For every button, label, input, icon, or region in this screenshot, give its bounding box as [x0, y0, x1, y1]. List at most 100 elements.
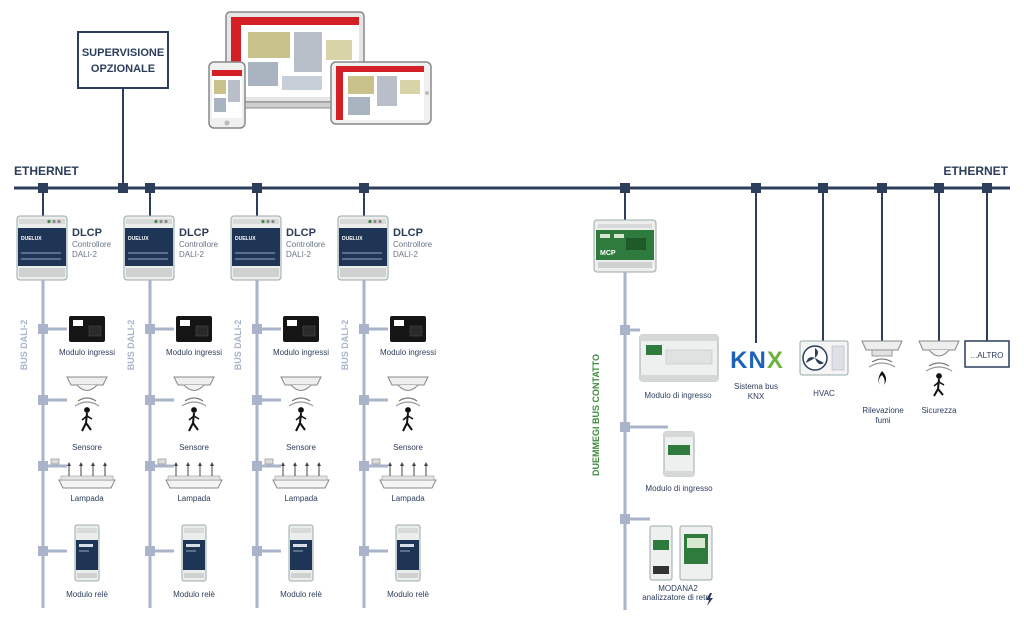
mcp-section: MCP DUEMMEGI BUS CONTATTO Modulo di ingr… [591, 193, 719, 610]
mcp-label: MCP [600, 250, 616, 257]
dlcp-subtitle: Controllore [179, 240, 219, 249]
walking-person-icon [81, 407, 93, 432]
ethernet-node [118, 183, 128, 193]
lamp-label: Lampada [70, 494, 104, 503]
input-module-label: Modulo ingressi [59, 348, 115, 357]
sensor-label: Sensore [286, 443, 316, 452]
dlcp-controller: DUELUX [123, 215, 175, 281]
input-module [69, 316, 105, 342]
dlcp-controller: DUELUX [16, 215, 68, 281]
supervision-line2: OPZIONALE [91, 63, 155, 75]
occupancy-sensor [173, 376, 215, 432]
ethernet-node [818, 183, 828, 193]
dlcp-controller: DUELUX [230, 215, 282, 281]
other-label: ...ALTRO [971, 351, 1004, 360]
mcp-bus-node [620, 325, 630, 335]
dali-bus-node [38, 324, 48, 334]
input-module-label: Modulo ingressi [166, 348, 222, 357]
mcp-bus-node [620, 422, 630, 432]
mcp-bus-node [620, 514, 630, 524]
dlcp-controller: DUELUX [337, 215, 389, 281]
other-system: ...ALTRO [964, 193, 1010, 368]
relay-module-label: Modulo relè [280, 590, 322, 599]
dlcp-subtitle: DALI-2 [72, 250, 97, 259]
ethernet-backbone: ETHERNET ETHERNET [14, 164, 1010, 193]
modana2-label-line2: analizzatore di rete [642, 593, 710, 602]
knx-logo: KNX [730, 347, 784, 374]
security-label: Sicurezza [921, 406, 957, 415]
hvac-system: HVAC [799, 193, 849, 398]
sensor-label: Sensore [72, 443, 102, 452]
ethernet-node [620, 183, 630, 193]
dlcp-subtitle: DALI-2 [179, 250, 204, 259]
input-module-large [639, 334, 719, 382]
dali-bus-label: BUS DALI-2 [340, 320, 350, 371]
occupancy-sensor [66, 376, 108, 432]
dali-bus-node [359, 461, 369, 471]
occupancy-sensor [280, 376, 322, 432]
dali-bus-node [359, 546, 369, 556]
dali-bus-node [38, 546, 48, 556]
relay-module [288, 524, 314, 582]
input-module [283, 316, 319, 342]
lamp-label: Lampada [391, 494, 425, 503]
dlcp-subtitle: Controllore [72, 240, 112, 249]
dali-bus-node [145, 461, 155, 471]
walking-person-icon [188, 407, 200, 432]
input-module-small-label: Modulo di ingresso [645, 484, 713, 493]
supervision-box [77, 31, 169, 89]
ethernet-node [934, 183, 944, 193]
lamp-label: Lampada [177, 494, 211, 503]
lamp [157, 458, 223, 489]
dlcp-title: DLCP [72, 227, 102, 239]
input-module-label: Modulo ingressi [273, 348, 329, 357]
dlcp-subtitle: Controllore [286, 240, 326, 249]
input-module [176, 316, 212, 342]
flame-icon [878, 371, 887, 385]
mcp-bus-label: DUEMMEGI BUS CONTATTO [591, 354, 601, 476]
supervision-block: SUPERVISIONE OPZIONALE [77, 31, 169, 188]
sensor-label: Sensore [393, 443, 423, 452]
lamp-label: Lampada [284, 494, 318, 503]
input-module-large-label: Modulo di ingresso [644, 391, 712, 400]
relay-module-label: Modulo relè [387, 590, 429, 599]
dali-bus-label: BUS DALI-2 [19, 320, 29, 371]
smoke-label-line1: Rilevazione [862, 406, 904, 415]
dlcp-title: DLCP [393, 227, 423, 239]
dlcp-title: DLCP [179, 227, 209, 239]
input-module [390, 316, 426, 342]
walking-person-icon [402, 407, 414, 432]
relay-module [181, 524, 207, 582]
ethernet-label-left: ETHERNET [14, 164, 79, 178]
modana2-label-line1: MODANA2 [658, 584, 698, 593]
dlcp-title: DLCP [286, 227, 316, 239]
dlcp-subtitle: DALI-2 [393, 250, 418, 259]
dali-bus-node [145, 324, 155, 334]
input-module-label: Modulo ingressi [380, 348, 436, 357]
smoke-label-line2: fumi [875, 416, 890, 425]
ethernet-node [359, 183, 369, 193]
relay-module-label: Modulo relè [66, 590, 108, 599]
ethernet-node [877, 183, 887, 193]
dali-bus-node [38, 395, 48, 405]
occupancy-sensor [387, 376, 429, 432]
dali-bus-node [252, 461, 262, 471]
dlcp-subtitle: DALI-2 [286, 250, 311, 259]
ethernet-node [252, 183, 262, 193]
dali-bus-node [145, 395, 155, 405]
smoke-detection-system: Rilevazione fumi [861, 193, 904, 425]
lamp [50, 458, 116, 489]
ethernet-node [38, 183, 48, 193]
smoke-detector [861, 340, 903, 351]
walking-person-icon [933, 373, 945, 397]
ethernet-node [751, 183, 761, 193]
ethernet-label-right: ETHERNET [943, 164, 1008, 178]
dali-bus-node [38, 461, 48, 471]
dlcp-badge: DUELUX [235, 236, 256, 242]
knx-label-line1: Sistema bus [734, 382, 778, 391]
